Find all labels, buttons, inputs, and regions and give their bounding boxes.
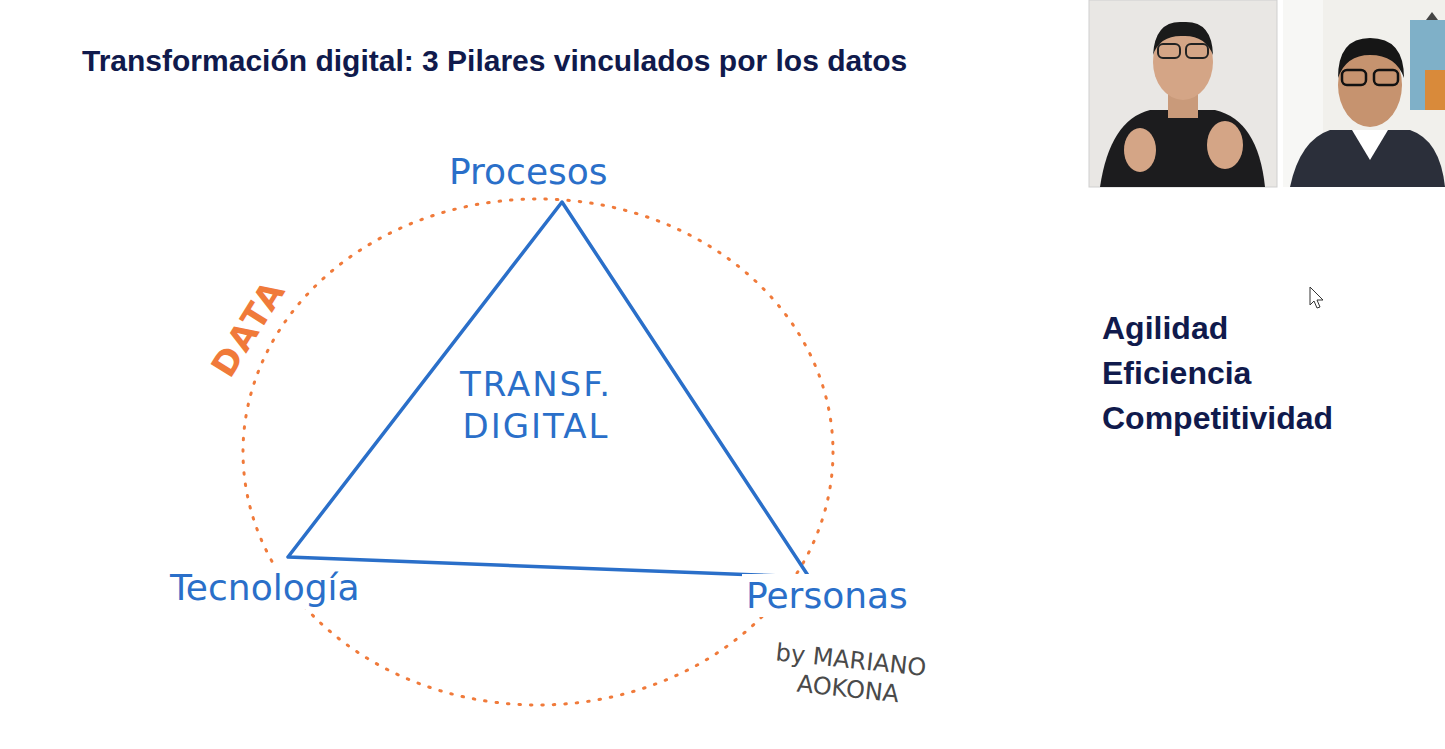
slide-title: Transformación digital: 3 Pilares vincul… [82,44,907,78]
pillar-label: Procesos [445,150,612,193]
pillar-triangle: TRANSF. DIGITAL [287,200,810,578]
circle-heading: DATA [202,271,295,384]
benefit-item: Eficiencia [1102,354,1251,392]
triangle-center-text: TRANSF. DIGITAL [416,363,656,448]
pillar-label: Tecnología [166,566,364,609]
data-circle: DATATRANSF. DIGITAL [241,197,835,707]
pillar-label: Personas [742,574,912,617]
author-signature: by MARIANO AOKONA [740,635,960,715]
benefit-item: Agilidad [1102,309,1228,347]
data-circle-outline [241,197,835,707]
benefit-item: Competitividad [1102,399,1333,437]
